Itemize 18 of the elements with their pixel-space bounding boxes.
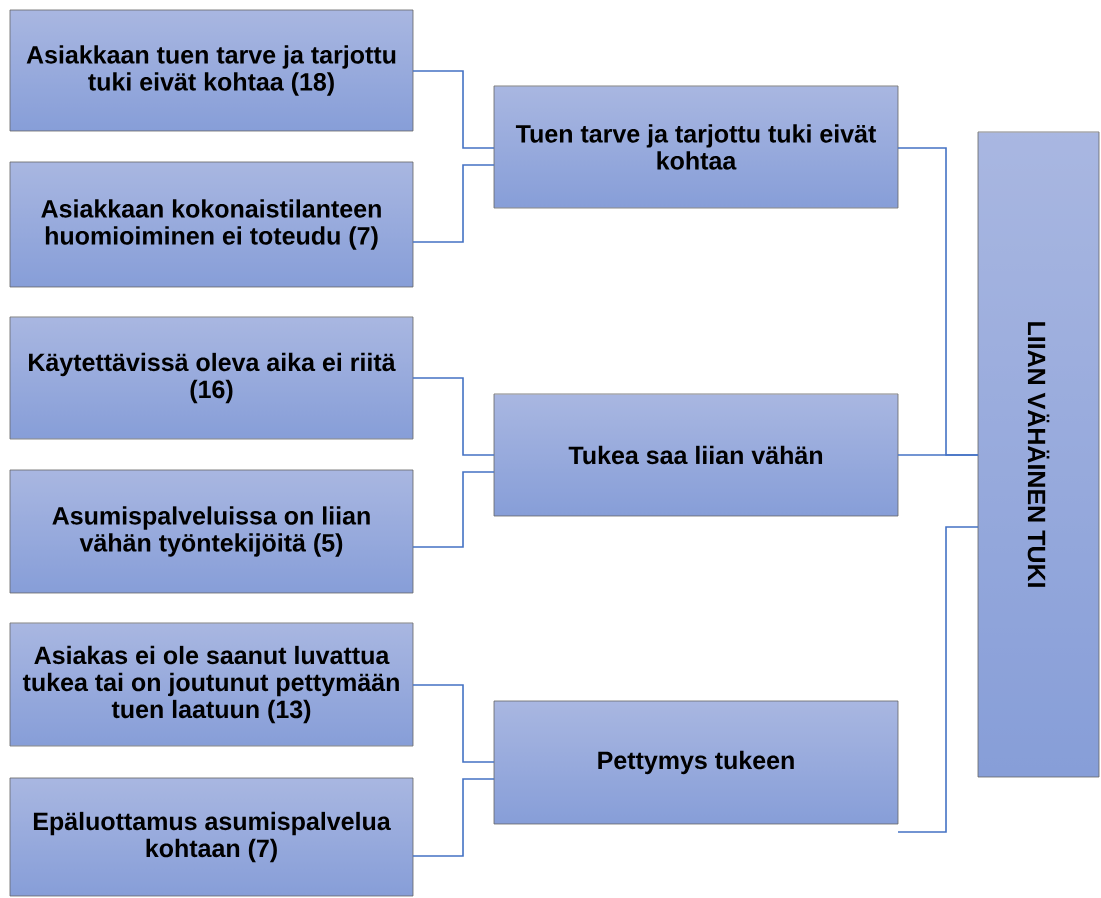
connector-line xyxy=(412,377,495,456)
subtheme-box: Asiakas ei ole saanut luvattua tukea tai on joutunut pettymään tuen laatuun (13) xyxy=(9,622,414,747)
connector-line xyxy=(412,778,495,857)
subtheme-box: Epäluottamus asumispalvelua kohtaan (7) xyxy=(9,777,414,897)
connector-line xyxy=(897,526,979,833)
subtheme-box: Asiakkaan tuen tarve ja tarjottu tuki eivät kohtaa (18) xyxy=(9,9,414,132)
theme-box: Tukea saa liian vähän xyxy=(493,393,899,517)
theme-box: Pettymys tukeen xyxy=(493,700,899,825)
connector-line xyxy=(897,454,979,456)
connector-line xyxy=(412,164,495,243)
subtheme-box: Käytettävissä oleva aika ei riitä (16) xyxy=(9,316,414,440)
connector-line xyxy=(412,471,495,548)
subtheme-box: Asiakkaan kokonaistilanteen huomioiminen ei toteudu (7) xyxy=(9,161,414,288)
category-box: LIIAN VÄHÄINEN TUKI xyxy=(977,131,1100,778)
subtheme-box: Asumispalveluissa on liian vähän työntekijöitä (5) xyxy=(9,469,414,594)
connector-line xyxy=(412,70,495,149)
connector-line xyxy=(412,684,495,763)
theme-box: Tuen tarve ja tarjottu tuki eivät kohtaa xyxy=(493,85,899,209)
